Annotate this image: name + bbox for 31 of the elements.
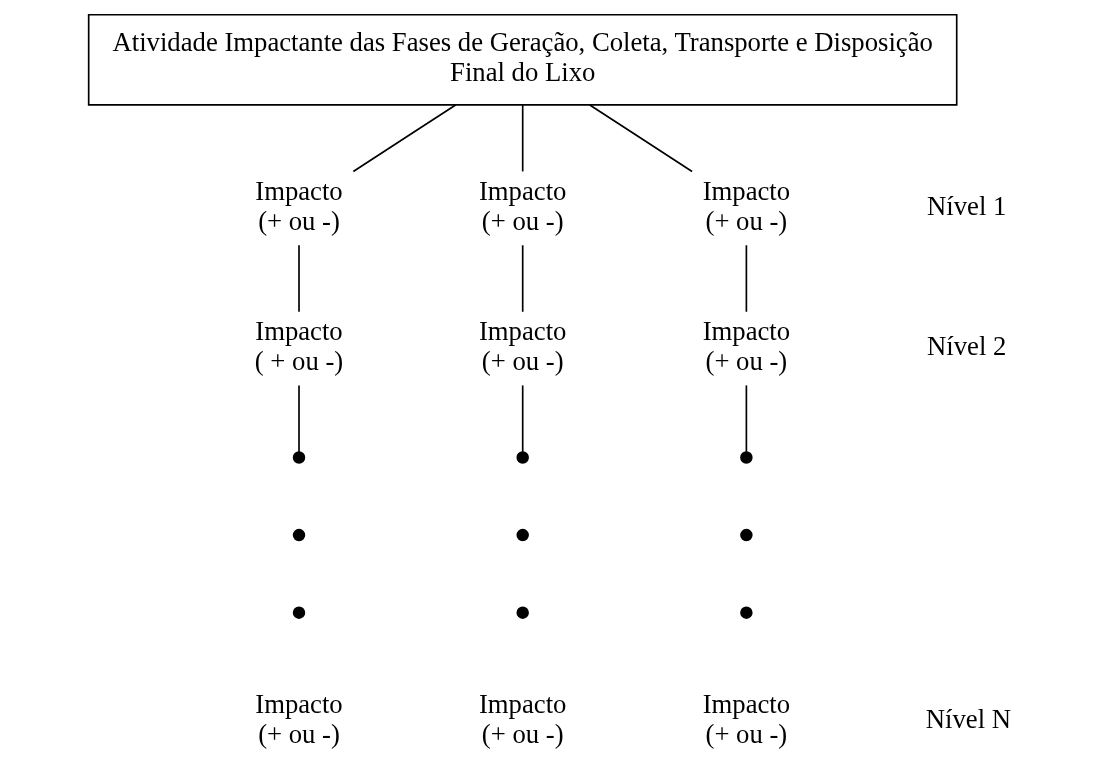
connector [588, 104, 693, 173]
node-circle [292, 451, 305, 464]
node-circle [739, 451, 753, 464]
node-circle [515, 528, 529, 542]
connector [351, 104, 456, 173]
node-text: Impacto (+ ou -) [702, 175, 790, 236]
label: Nível 2 [926, 330, 1006, 361]
node-box: Atividade Impactante das Fases de Geração, Coleta, Transporte e Disposição Final do Lixo [87, 13, 958, 106]
connector [745, 244, 747, 313]
node-circle [292, 606, 305, 619]
connector [521, 104, 524, 173]
label: Nível 1 [926, 190, 1006, 221]
node-circle [739, 528, 753, 542]
node-circle [292, 528, 305, 542]
node-text: Impacto (+ ou -) [478, 688, 566, 749]
node-circle [515, 606, 529, 619]
connector [745, 384, 747, 453]
node-text: Impacto (+ ou -) [478, 175, 566, 236]
node-circle [739, 606, 753, 619]
connector [297, 244, 300, 313]
connector [521, 384, 524, 453]
label: Nível N [925, 703, 1011, 734]
node-text: Impacto (+ ou -) [478, 315, 566, 376]
node-text: Impacto (+ ou -) [702, 688, 790, 749]
node-circle [515, 451, 529, 464]
node-text: Impacto (+ ou -) [254, 688, 343, 749]
connector [297, 384, 300, 453]
node-text: Impacto ( + ou -) [254, 315, 343, 376]
node-text: Impacto (+ ou -) [254, 175, 343, 236]
connector [521, 244, 524, 313]
node-text: Impacto (+ ou -) [702, 315, 790, 376]
